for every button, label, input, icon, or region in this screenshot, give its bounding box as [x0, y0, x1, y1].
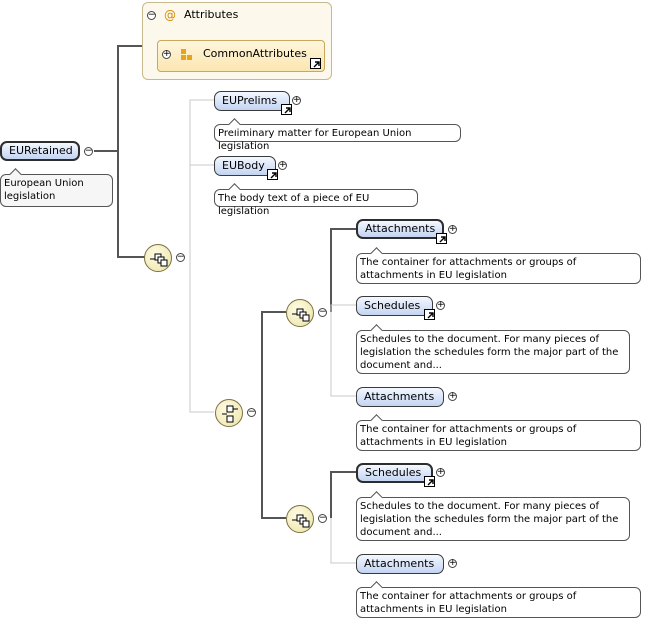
choice-compositor-icon[interactable]: [215, 399, 243, 427]
sequence-collapse-toggle[interactable]: −: [318, 307, 327, 317]
attributes-collapse-toggle[interactable]: −: [147, 10, 156, 20]
reference-arrow-icon[interactable]: [424, 476, 435, 487]
sequence-collapse-toggle[interactable]: −: [176, 252, 185, 262]
attachments-expand-toggle[interactable]: +: [448, 224, 457, 234]
reference-arrow-icon[interactable]: [310, 58, 321, 69]
root-element-label: EURetained: [9, 144, 73, 157]
element-eubody[interactable]: EUBody: [214, 156, 276, 176]
reference-arrow-icon[interactable]: [281, 104, 292, 115]
schedules-label: Schedules: [364, 299, 421, 312]
root-doc-text: European Union legislation: [4, 178, 84, 202]
at-icon: @: [164, 8, 176, 22]
attachments-label: Attachments: [364, 557, 435, 570]
schedules-expand-toggle[interactable]: +: [436, 467, 445, 477]
reference-arrow-icon[interactable]: [267, 169, 278, 180]
common-attributes-label: CommonAttributes: [203, 47, 307, 60]
eubody-doc-text: The body text of a piece of EU legislati…: [218, 193, 370, 217]
euprelims-expand-toggle[interactable]: +: [292, 95, 301, 105]
reference-arrow-icon[interactable]: [436, 233, 447, 244]
attachments-doc-text: The container for attachments or groups …: [360, 257, 577, 281]
eubody-expand-toggle[interactable]: +: [278, 160, 287, 170]
sequence-compositor-icon[interactable]: [286, 299, 314, 327]
sequence-collapse-toggle[interactable]: −: [318, 513, 327, 523]
sequence-compositor-icon[interactable]: [144, 244, 172, 272]
element-attachments[interactable]: Attachments: [356, 219, 444, 239]
element-attachments[interactable]: Attachments: [356, 554, 444, 574]
sequence-compositor-icon[interactable]: [286, 505, 314, 533]
attachments-expand-toggle[interactable]: +: [448, 391, 457, 401]
schedules-doc-text: Schedules to the document. For many piec…: [360, 334, 619, 371]
root-element-euretained[interactable]: EURetained: [0, 141, 80, 161]
euprelims-label: EUPrelims: [222, 94, 278, 107]
eubody-label: EUBody: [222, 159, 265, 172]
root-documentation: European Union legislation: [0, 174, 113, 207]
schedules-doc-text: Schedules to the document. For many piec…: [360, 501, 619, 538]
attachments-documentation: The container for attachments or groups …: [356, 253, 641, 284]
common-attributes-expand-toggle[interactable]: +: [162, 49, 171, 59]
eubody-documentation: The body text of a piece of EU legislati…: [214, 189, 418, 217]
attachments-documentation: The container for attachments or groups …: [356, 587, 641, 618]
element-schedules[interactable]: Schedules: [356, 463, 433, 483]
element-euprelims[interactable]: EUPrelims: [214, 91, 290, 111]
euprelims-documentation: Preliminary matter for European Union le…: [214, 124, 461, 152]
attachments-label: Attachments: [364, 390, 435, 403]
attachments-doc-text: The container for attachments or groups …: [360, 591, 577, 615]
attachments-doc-text: The container for attachments or groups …: [360, 424, 577, 448]
element-attachments[interactable]: Attachments: [356, 387, 444, 407]
root-collapse-toggle[interactable]: −: [84, 146, 93, 156]
attachments-expand-toggle[interactable]: +: [448, 558, 457, 568]
attributes-title: Attributes: [184, 8, 239, 21]
attachments-label: Attachments: [365, 222, 436, 235]
schedules-label: Schedules: [365, 466, 422, 479]
schedules-documentation: Schedules to the document. For many piec…: [356, 330, 630, 374]
element-schedules[interactable]: Schedules: [356, 296, 433, 316]
attribute-group-icon: [180, 48, 193, 61]
reference-arrow-icon[interactable]: [424, 309, 435, 320]
choice-collapse-toggle[interactable]: −: [247, 407, 256, 417]
schedules-documentation: Schedules to the document. For many piec…: [356, 497, 630, 541]
schedules-expand-toggle[interactable]: +: [436, 300, 445, 310]
attachments-documentation: The container for attachments or groups …: [356, 420, 641, 451]
euprelims-doc-text: Preliminary matter for European Union le…: [218, 128, 412, 152]
